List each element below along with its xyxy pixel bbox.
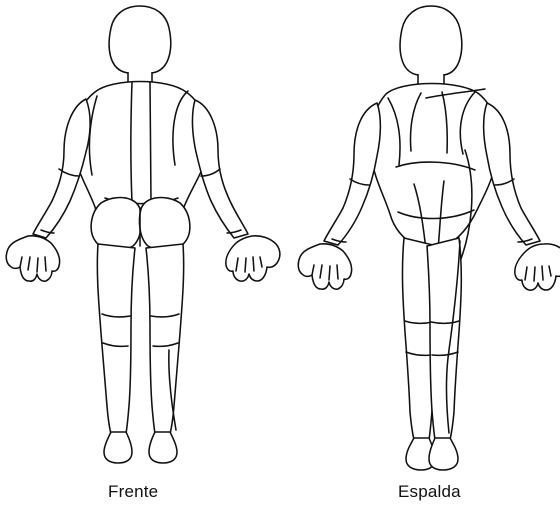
frente-label: Frente <box>108 482 158 502</box>
right-head <box>400 6 462 75</box>
right-torso <box>370 84 498 247</box>
left-pelvis-right <box>139 197 189 250</box>
right-hand-right <box>515 244 560 290</box>
right-arm-right <box>484 103 540 245</box>
right-hand-left <box>298 244 351 289</box>
body-figure-right <box>298 6 560 470</box>
right-foot-right <box>429 438 458 470</box>
right-arm-left <box>324 103 380 245</box>
left-leg-right <box>146 244 184 434</box>
left-foot-left <box>104 432 132 463</box>
left-hand-left <box>6 236 59 281</box>
left-pelvis <box>91 197 141 250</box>
left-arm-left <box>33 99 90 238</box>
body-figure-left <box>6 6 280 463</box>
left-foot-right <box>149 432 177 463</box>
espalda-label: Espalda <box>398 482 461 502</box>
left-torso-stripe-inner <box>150 82 151 202</box>
right-leg-right <box>427 238 461 440</box>
left-head <box>109 6 171 73</box>
left-leg-left <box>97 244 135 434</box>
